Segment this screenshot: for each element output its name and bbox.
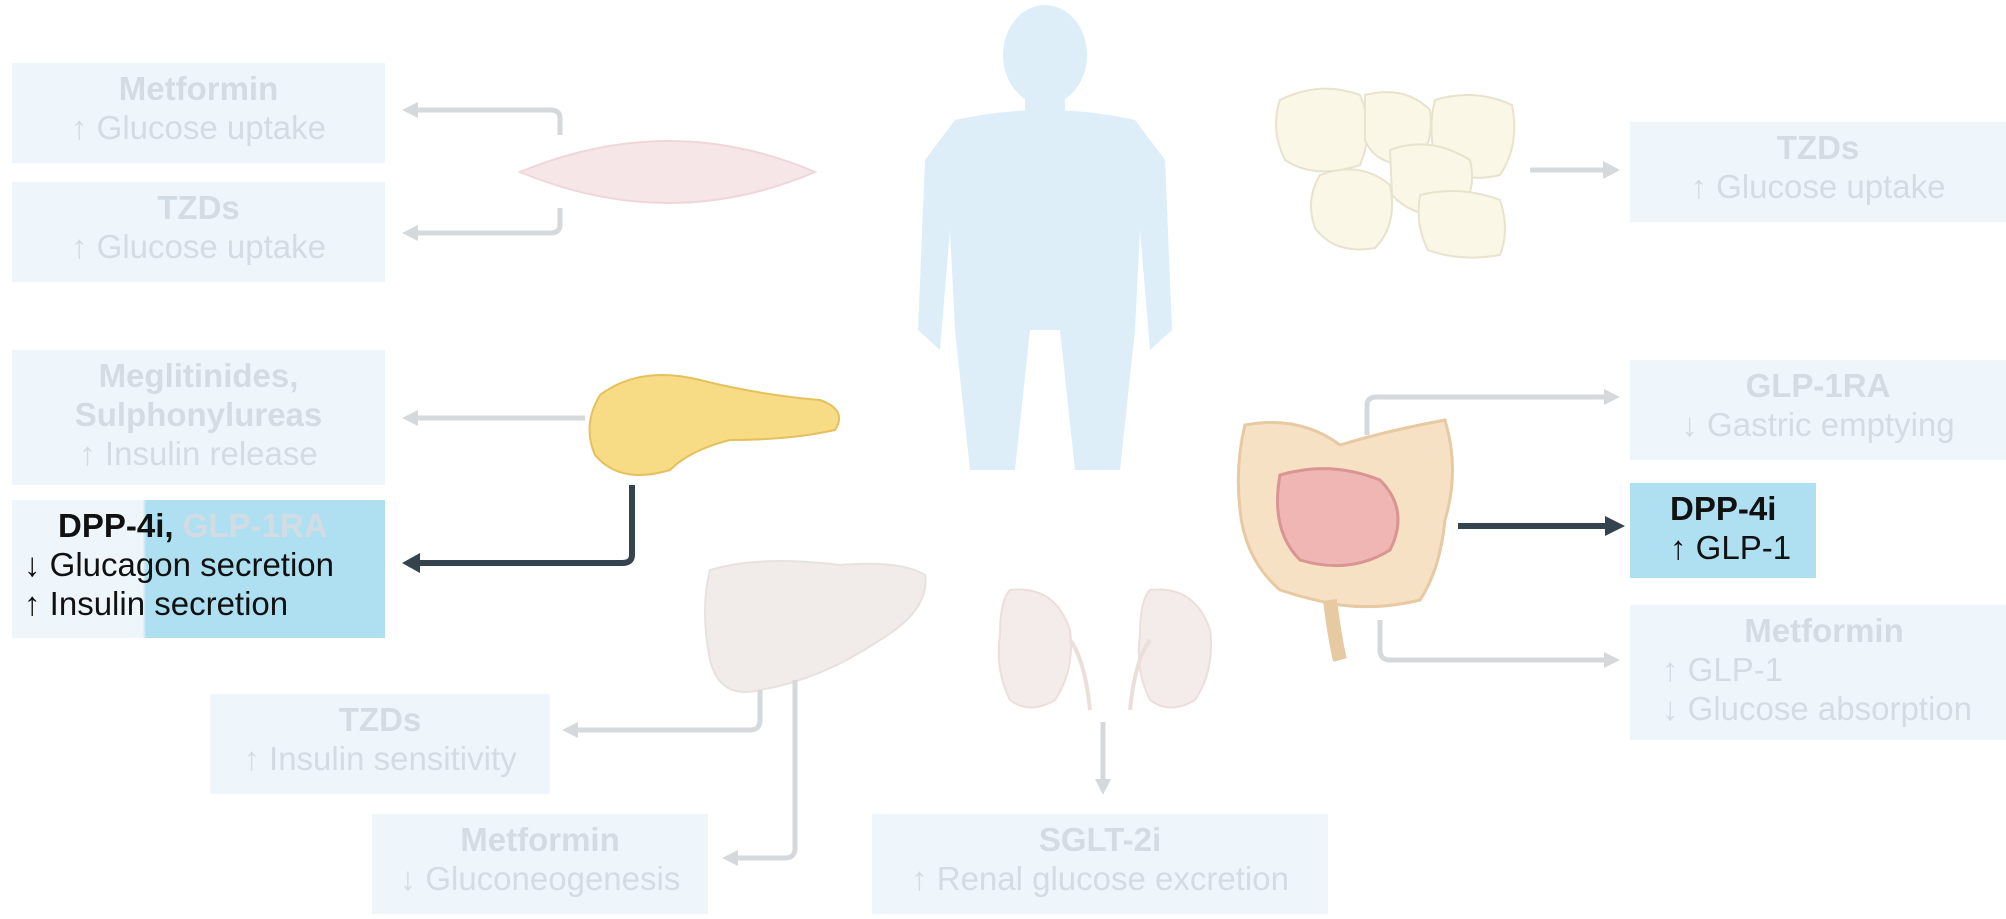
muscle-icon [520,141,815,203]
kidneys-icon [999,590,1211,711]
box-line: ↓ Gastric emptying [1630,405,2006,444]
box-line: ↑ Insulin release [12,434,385,473]
box-liver-tzds: TZDs ↑ Insulin sensitivity [210,694,550,794]
arrow-pancreas-meglitinides [402,410,585,426]
box-muscle-metformin: Metformin ↑ Glucose uptake [12,63,385,163]
box-title: TZDs [1630,128,2006,167]
box-line: ↓ Gluconeogenesis [372,859,708,898]
box-title-faded: GLP-1RA [183,507,328,544]
box-muscle-tzds: TZDs ↑ Glucose uptake [12,182,385,282]
box-gut-metformin: Metformin ↑ GLP-1 ↓ Glucose absorption [1630,605,2006,740]
box-title: SGLT-2i [872,820,1328,859]
box-pancreas-meglitinides: Meglitinides, Sulphonylureas ↑ Insulin r… [12,350,385,485]
box-title: TZDs [210,700,550,739]
box-line: ↑ Insulin sensitivity [210,739,550,778]
box-title: DPP-4i [1642,489,1816,528]
arrow-muscle-metformin [402,102,560,135]
box-gut-glp1ra: GLP-1RA ↓ Gastric emptying [1630,360,2006,460]
box-line: ↑ Glucose uptake [1630,167,2006,206]
pancreas-icon [590,375,840,475]
box-gut-dpp4: DPP-4i ↑ GLP-1 [1630,483,1816,578]
box-line: ↑ Glucose uptake [12,227,385,266]
box-title: Metformin [1642,611,2006,650]
box-line: ↑ Renal glucose excretion [872,859,1328,898]
box-title: Metformin [12,69,385,108]
arrow-muscle-tzds [402,208,560,241]
box-line: ↑ GLP-1 [1642,650,2006,689]
box-title: TZDs [12,188,385,227]
liver-icon [705,561,925,692]
arrow-gut-metformin [1380,620,1620,668]
box-title: Metformin [372,820,708,859]
box-title: GLP-1RA [1630,366,2006,405]
box-title-line: DPP-4i, GLP-1RA [24,506,385,545]
arrow-pancreas-dpp4 [402,485,632,573]
box-pancreas-dpp4: DPP-4i, GLP-1RA ↓ Glucagon secretion ↑ I… [12,500,385,638]
box-line: ↑ GLP-1 [1642,528,1816,567]
box-title: Meglitinides, [12,356,385,395]
human-body-icon [918,5,1172,470]
box-line: ↓ Glucagon secretion [24,545,385,584]
arrow-liver-tzds [562,690,760,738]
intestine-icon [1238,420,1452,660]
box-line: ↓ Glucose absorption [1642,689,2006,728]
box-liver-metformin: Metformin ↓ Gluconeogenesis [372,814,708,914]
box-title: Sulphonylureas [12,395,385,434]
box-line: ↑ Glucose uptake [12,108,385,147]
box-kidney-sglt2: SGLT-2i ↑ Renal glucose excretion [872,814,1328,914]
arrow-adipose-tzds [1530,161,1620,179]
arrow-gut-dpp4 [1458,516,1625,536]
arrow-kidney-sglt2 [1095,722,1111,795]
adipose-tissue-icon [1276,89,1514,258]
box-line: ↑ Insulin secretion [24,584,385,623]
box-title-active: DPP-4i, [58,507,174,544]
box-adipose-tzds: TZDs ↑ Glucose uptake [1630,122,2006,222]
